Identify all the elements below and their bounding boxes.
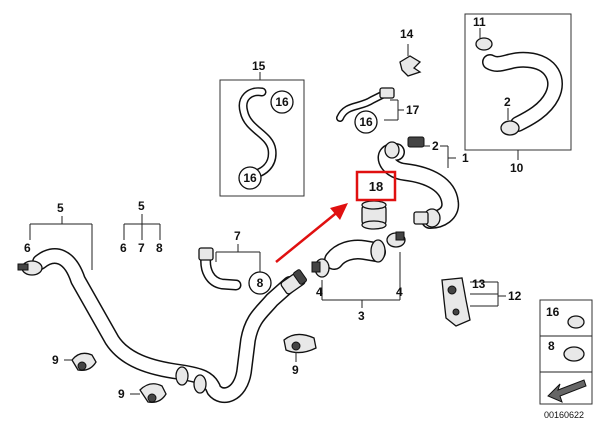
- circled-label-16-a: 16: [270, 90, 294, 114]
- connector-part-18: [361, 200, 387, 230]
- hose-clamp-6: [17, 260, 43, 276]
- label-5-b: 5: [138, 199, 145, 213]
- hose-part-15: [238, 87, 277, 179]
- legend-label-8: 8: [548, 339, 555, 353]
- label-8-b: 8: [156, 241, 163, 255]
- label-9-b: 9: [118, 387, 125, 401]
- red-pointer-arrow: [275, 203, 348, 263]
- label-4-left: 4: [316, 285, 323, 299]
- label-6-b: 6: [120, 241, 127, 255]
- circled-label-8-a: 8: [248, 271, 272, 295]
- bracket-9-b: [139, 383, 167, 403]
- hose-part-10: [475, 37, 563, 136]
- label-17: 17: [406, 103, 420, 117]
- circled-label-16-c: 16: [354, 110, 378, 134]
- label-15: 15: [252, 59, 266, 73]
- hose-part-7: [198, 247, 242, 291]
- hose-clamp-lower-2: [193, 374, 207, 394]
- legend-box: [539, 299, 593, 405]
- label-12: 12: [508, 289, 522, 303]
- label-7-b: 7: [234, 229, 241, 243]
- hose-clamp-4-right: [386, 231, 406, 248]
- bracket-9-c: [283, 333, 317, 354]
- label-6-a: 6: [24, 241, 31, 255]
- svg-text:16: 16: [359, 115, 373, 129]
- hose-part-17: [336, 87, 395, 122]
- leader-lines: [29, 28, 519, 395]
- legend-label-16: 16: [546, 305, 560, 319]
- label-5-a: 5: [57, 201, 64, 215]
- hose-connector: [280, 269, 308, 295]
- detail-box-15: [219, 79, 305, 197]
- svg-text:8: 8: [257, 276, 264, 290]
- label-18: 18: [369, 179, 383, 194]
- hose-clamp-4-left: [311, 258, 330, 278]
- svg-text:16: 16: [243, 171, 257, 185]
- label-2-inner: 2: [504, 95, 511, 109]
- legend-clamp-16-icon: [567, 315, 585, 329]
- hose-part-1: [377, 136, 460, 229]
- legend-arrow-icon: [547, 379, 587, 403]
- label-10: 10: [510, 161, 524, 175]
- clip-part-14: [399, 55, 422, 77]
- label-13: 13: [472, 277, 486, 291]
- label-4-right: 4: [396, 285, 403, 299]
- diagram-code: 00160622: [544, 410, 584, 420]
- label-1: 1: [462, 151, 469, 165]
- bracket-9-a: [71, 352, 97, 371]
- label-9-c: 9: [292, 363, 299, 377]
- circled-label-16-b: 16: [238, 166, 262, 190]
- label-7-a: 7: [138, 241, 145, 255]
- hose-part-3: [324, 239, 386, 270]
- bracket-part-12: [441, 277, 471, 327]
- label-3: 3: [358, 309, 365, 323]
- legend-clamp-8-icon: [563, 346, 585, 362]
- label-9-a: 9: [52, 353, 59, 367]
- label-2: 2: [432, 139, 439, 153]
- label-14: 14: [400, 27, 414, 41]
- label-11: 11: [473, 15, 486, 29]
- svg-text:16: 16: [275, 95, 289, 109]
- highlight-box-18: [355, 170, 397, 202]
- hose-clamp-lower-1: [175, 366, 189, 386]
